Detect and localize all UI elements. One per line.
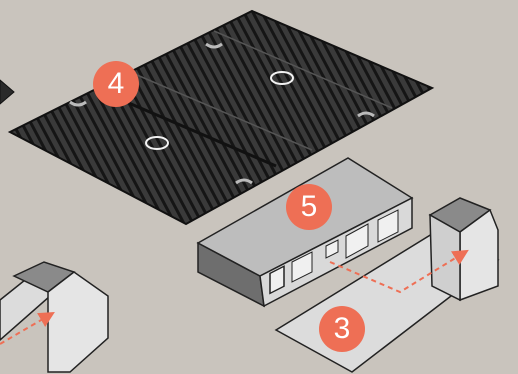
drip-pan-left-icon: [0, 262, 108, 372]
step-badge-5: 5: [286, 184, 332, 230]
step-badge-4: 4: [93, 61, 139, 107]
step-badge-3: 3: [319, 306, 365, 352]
grate-edge-fragment: [0, 80, 14, 104]
